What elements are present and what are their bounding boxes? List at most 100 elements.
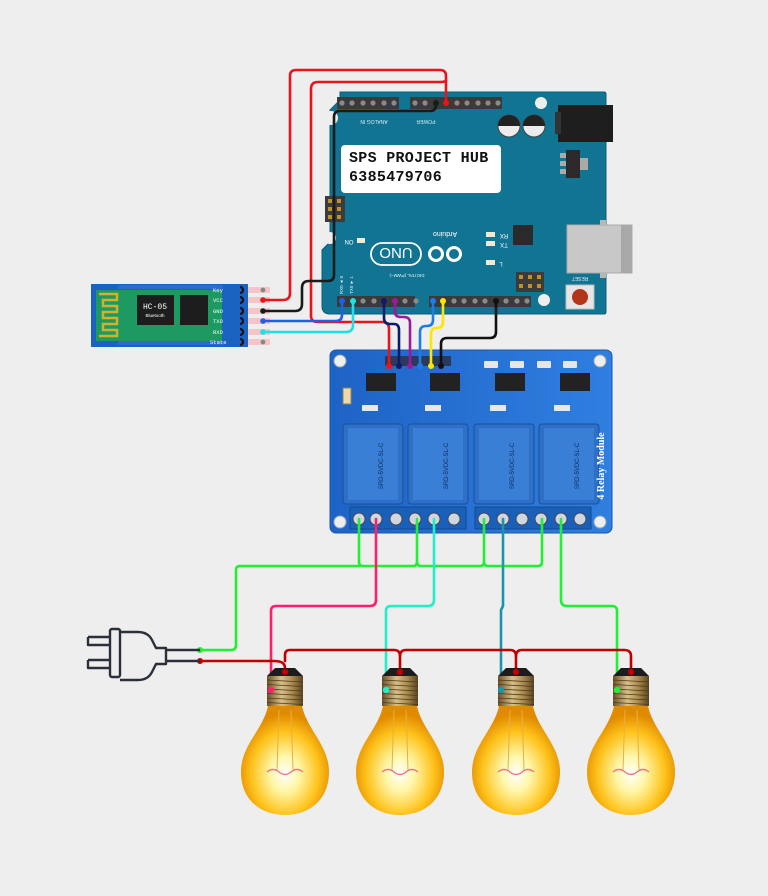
pin-label-gnd: GND: [213, 308, 224, 315]
led-rx: [486, 232, 495, 237]
led-rx-label: RX: [500, 232, 508, 238]
ac-plug-icon: [86, 627, 200, 682]
bulb-neutral-terminal: [627, 668, 635, 676]
uno-text: UNO: [379, 244, 412, 261]
wire-d9-in4: [429, 299, 445, 367]
light-bulb: Lamp 2: [356, 668, 444, 815]
wire-no2-lamp2: [384, 517, 436, 690]
relay-2: SRD-5VDC-SL-C: [407, 423, 469, 505]
wire-no4-lamp4: [559, 517, 619, 690]
wire-neutral: [514, 648, 633, 674]
light-bulb: Lamp 1: [241, 668, 329, 815]
relay-1: SRD-5VDC-SL-C: [342, 423, 404, 505]
wire-neutral: [198, 659, 287, 674]
usb-chip: [513, 225, 533, 245]
screw-terminal: [408, 512, 422, 526]
hc05-bluetooth-module: HC-05 Bluetooth Key VCC GND TXD RXD Stat…: [91, 284, 270, 347]
wire-plug-live: [198, 564, 361, 652]
screw-terminal: [573, 512, 587, 526]
bulb-neutral-terminal: [512, 668, 520, 676]
relay-model-text: SRD-5VDC-SL-C: [379, 442, 385, 489]
wire-neutral: [398, 648, 518, 674]
bulb-glass: [241, 706, 329, 815]
optocoupler: [495, 373, 525, 391]
pin-label-rxd: RXD: [213, 329, 224, 336]
arduino-brand-text: Arduino: [433, 230, 457, 237]
relay-3: SRD-5VDC-SL-C: [473, 423, 535, 505]
screw-terminal: [447, 512, 461, 526]
hc05-chip: [137, 295, 174, 325]
led-l-label: L: [499, 260, 503, 266]
wire-d5-in2: [393, 299, 412, 367]
relay-module-title: 4 Relay Module: [596, 432, 607, 500]
reset-label: RESET: [572, 275, 589, 281]
bulb-live-terminal: [382, 686, 390, 694]
wire-endpoints: [197, 100, 499, 664]
mounting-hole: [333, 515, 347, 529]
led-on-label: ON: [345, 238, 354, 244]
optocoupler: [366, 373, 396, 391]
hc05-header: [239, 285, 270, 347]
digital-label: DIGITAL (PWM~): [389, 273, 424, 278]
mounting-hole: [333, 354, 347, 368]
bulb-filament: [381, 768, 419, 776]
antenna-trace: [99, 292, 119, 338]
bulb-glass: [587, 706, 675, 815]
bulb-live-terminal: [267, 686, 275, 694]
analog-header: [337, 97, 399, 109]
relay-model-text: SRD-5VDC-SL-C: [444, 442, 450, 489]
label-phone: 6385479706: [349, 169, 443, 186]
digital-header-high: [429, 296, 531, 307]
arduino-uno-board: ANALOG IN POWER RESET ON RX: [321, 91, 633, 315]
voltage-regulator: [566, 150, 580, 178]
pin-label-rx0: RX0 ◄ 0: [339, 275, 344, 294]
bulb-filament: [266, 768, 304, 776]
pin-label-key: Key: [213, 287, 224, 294]
channel-led: [510, 361, 524, 368]
channel-led: [537, 361, 551, 368]
power-label: POWER: [416, 118, 435, 124]
bulb-neutral-terminal: [396, 668, 404, 676]
wire-com-bus: [482, 517, 544, 568]
hc05-title: HC-05: [143, 303, 167, 312]
relay-4: SRD-5VDC-SL-C: [538, 423, 600, 505]
screw-terminal: [389, 512, 403, 526]
relay-model-text: SRD-5VDC-SL-C: [510, 442, 516, 489]
wire-d4-in1: [382, 299, 401, 367]
bulb-filament: [497, 768, 535, 776]
label-title: SPS PROJECT HUB: [349, 150, 489, 167]
optocoupler: [560, 373, 590, 391]
jd-vcc-jumper[interactable]: [342, 387, 352, 405]
project-label: SPS PROJECT HUB 6385479706: [341, 145, 501, 193]
channel-led: [563, 361, 577, 368]
wire-hc05-gnd: [261, 103, 438, 313]
bulb-live-terminal: [497, 686, 505, 694]
relay-model-text: SRD-5VDC-SL-C: [575, 442, 581, 489]
channel-led: [484, 361, 498, 368]
relay-input-header: [385, 356, 451, 366]
wire-no1-lamp1: [269, 517, 378, 690]
led-tx-label: TX: [500, 241, 508, 247]
wire-hc05-vcc: [261, 68, 448, 302]
wires: [198, 68, 633, 690]
arduino-logo: UNO Arduino: [370, 230, 462, 266]
mounting-hole: [535, 97, 547, 109]
dc-power-jack: [558, 105, 613, 142]
hc05-subtitle: Bluetooth: [145, 313, 165, 318]
mounting-hole: [593, 354, 607, 368]
optocoupler: [430, 373, 460, 391]
hc05-flash-chip: [180, 295, 208, 325]
pin-label-vcc: VCC: [213, 297, 224, 304]
bulbs: Lamp 1Lamp 2Lamp 3Lamp 4: [241, 668, 675, 815]
wire-neutral: [283, 648, 402, 674]
wire-no3-lamp3: [499, 517, 505, 690]
led-on: [357, 238, 365, 243]
pin-label-txd: TXD: [213, 318, 224, 325]
wire-d8-in3: [418, 299, 435, 367]
relay-module: SRD-5VDC-SL-C SRD-5VDC-SL-C SRD-5VDC-SL-…: [329, 349, 613, 534]
bulb-glass: [356, 706, 444, 815]
mounting-hole: [538, 294, 550, 306]
bulb-live-terminal: [613, 686, 621, 694]
bulb-neutral-terminal: [281, 668, 289, 676]
